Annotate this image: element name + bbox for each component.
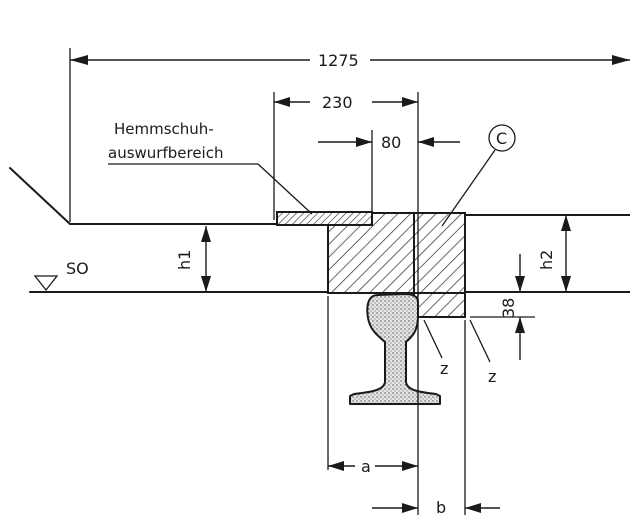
dim-80-label: 80 (381, 133, 401, 152)
h1-label: h1 (175, 250, 194, 270)
level-triangle-icon (33, 275, 59, 292)
callout-line2: auswurfbereich (108, 144, 223, 162)
dim-1275-label: 1275 (318, 51, 359, 70)
marker-c-label: C (496, 129, 507, 148)
dim-230-label: 230 (322, 93, 353, 112)
dimension-38: 38 (499, 254, 525, 360)
dim-a-label: a (361, 457, 371, 476)
extension-lines (69, 48, 585, 515)
z-leaders: z z (423, 319, 496, 386)
z-left-label: z (440, 359, 448, 378)
dimension-b: b (372, 498, 500, 515)
dimension-a: a (328, 457, 418, 476)
dimension-h2: h2 (537, 215, 571, 292)
z-right-label: z (488, 367, 496, 386)
marker-c: C (441, 124, 516, 227)
dimension-230: 230 (274, 93, 418, 112)
clearance-block (327, 212, 466, 318)
dim-38-label: 38 (499, 298, 518, 318)
dimension-h1: h1 (175, 226, 211, 292)
h2-label: h2 (537, 250, 556, 270)
dimension-1275: 1275 (70, 51, 630, 70)
callout-line1: Hemmschuh- (114, 120, 214, 138)
brake-shoe-plate (276, 211, 373, 226)
dimension-80: 80 (318, 133, 460, 152)
so-label: SO (66, 259, 89, 278)
dim-b-label: b (436, 498, 446, 515)
callout-brake-shoe-zone: Hemmschuh- auswurfbereich (108, 120, 313, 215)
